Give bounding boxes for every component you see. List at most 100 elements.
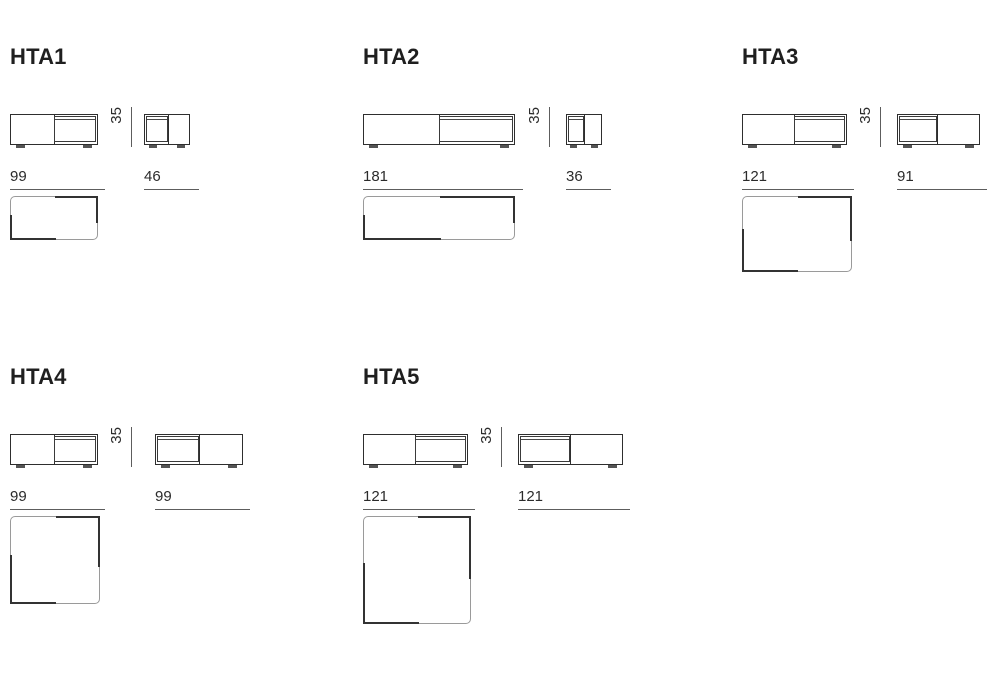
cabinet-foot [965, 145, 974, 148]
drawer-front-line [416, 439, 465, 440]
dimension-line [363, 509, 475, 510]
hta5-side-width-dimension: 121 [518, 470, 630, 510]
plan-edge-left [362, 215, 366, 239]
dimension-line [144, 189, 199, 190]
cabinet-foot [16, 145, 25, 148]
drawer-front-line [795, 119, 844, 120]
drawer-front-line [440, 119, 512, 120]
hta3-side-width-dimension: 91 [897, 150, 987, 190]
drawer-block [794, 116, 845, 142]
plan-edge-top-right [56, 515, 100, 519]
drawer-block [54, 436, 96, 462]
plan-edge-top-right [55, 195, 98, 199]
dimension-line [131, 107, 132, 147]
dimension-value: 46 [144, 168, 161, 185]
hta3-plan-view [741, 195, 853, 273]
dimension-line [501, 427, 502, 467]
hta4-front-elevation [10, 434, 98, 468]
plan-edge-bottom-left [363, 237, 441, 241]
dimension-line [518, 509, 630, 510]
drawer-block [415, 436, 466, 462]
product-title-hta5: HTA5 [363, 364, 420, 389]
plan-edge-left [741, 229, 745, 271]
drawer-front-line [158, 439, 198, 440]
cabinet-foot [570, 145, 577, 148]
hta5-plan-view [362, 515, 472, 625]
hta1-height-dimension: 35 [106, 107, 132, 147]
dimension-value: 99 [10, 168, 27, 185]
product-group-hta2: HTA2 181 35 [362, 44, 693, 274]
hta1-plan-view [9, 195, 99, 241]
bay-divider [584, 114, 585, 145]
plan-edge-left [362, 563, 366, 623]
plan-edge-left [9, 215, 13, 239]
hta5-front-width-dimension: 121 [363, 470, 475, 510]
dimension-value: 121 [742, 168, 768, 185]
drawer-block [439, 116, 513, 142]
dimension-line [10, 509, 105, 510]
plan-edge-right [512, 197, 516, 223]
plan-edge-right [95, 197, 99, 223]
cabinet-foot [453, 465, 462, 468]
plan-edge-bottom-left [10, 601, 56, 605]
hta5-side-elevation [518, 434, 623, 468]
drawer-front-line [55, 119, 95, 120]
plan-edge-right [468, 517, 472, 579]
cabinet-foot [748, 145, 757, 148]
drawer-block [146, 116, 168, 142]
dimension-value: 181 [363, 168, 389, 185]
hta2-side-width-dimension: 36 [566, 150, 611, 190]
drawer-block [568, 116, 584, 142]
bay-divider [168, 114, 169, 145]
dimension-value: 36 [566, 168, 583, 185]
cabinet-foot [16, 465, 25, 468]
drawer-front-line [147, 119, 167, 120]
hta4-height-dimension: 35 [106, 427, 132, 467]
hta1-side-elevation [144, 114, 190, 148]
hta3-side-elevation [897, 114, 980, 148]
plan-edge-top-right [798, 195, 852, 199]
cabinet-foot [369, 145, 378, 148]
cabinet-foot [177, 145, 185, 148]
drawer-front-line [569, 119, 583, 120]
hta2-plan-view [362, 195, 516, 241]
drawer-block [520, 436, 570, 462]
drawer-block [899, 116, 937, 142]
dimension-value: 121 [518, 488, 544, 505]
plan-edge-top-right [440, 195, 515, 199]
dimension-line [10, 189, 105, 190]
dimension-line [155, 509, 250, 510]
hta2-height-dimension: 35 [524, 107, 550, 147]
dimension-value: 99 [10, 488, 27, 505]
dimension-value: 99 [155, 488, 172, 505]
product-title-hta3: HTA3 [742, 44, 799, 69]
hta2-front-elevation [363, 114, 515, 148]
hta4-side-elevation [155, 434, 243, 468]
cabinet-foot [608, 465, 617, 468]
dimension-line [131, 427, 132, 467]
cabinet-foot [228, 465, 237, 468]
cabinet-foot [903, 145, 912, 148]
product-group-hta4: HTA4 99 35 [9, 364, 340, 624]
dimension-value: 35 [857, 107, 874, 124]
bay-divider [570, 434, 571, 465]
cabinet-foot [591, 145, 598, 148]
hta2-front-width-dimension: 181 [363, 150, 523, 190]
dimension-line [363, 189, 523, 190]
cabinet-foot [83, 145, 92, 148]
plan-edge-left [9, 555, 13, 603]
dimension-value: 35 [108, 427, 125, 444]
hta4-side-width-dimension: 99 [155, 470, 250, 510]
bay-divider [937, 114, 938, 145]
hta5-front-elevation [363, 434, 468, 468]
hta3-front-width-dimension: 121 [742, 150, 854, 190]
product-group-hta3: HTA3 121 35 [741, 44, 1000, 284]
product-title-hta1: HTA1 [10, 44, 67, 69]
plan-edge-bottom-left [363, 621, 419, 625]
hta1-side-width-dimension: 46 [144, 150, 199, 190]
plan-edge-bottom-left [742, 269, 798, 273]
product-group-hta1: HTA1 99 35 [9, 44, 340, 274]
hta5-height-dimension: 35 [476, 427, 502, 467]
drawer-block [54, 116, 96, 142]
